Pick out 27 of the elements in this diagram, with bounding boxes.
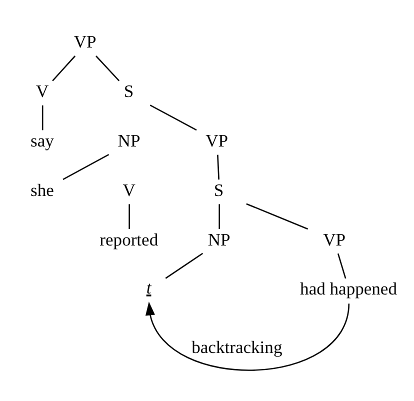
connector [246,202,308,230]
node-text: S [124,80,134,101]
connector [337,252,346,278]
connector [150,104,197,130]
arrow [145,301,350,370]
edge-label: backtracking [192,336,282,356]
connector [218,204,220,228]
connector [96,55,120,81]
connector [52,55,76,81]
connector [217,154,220,180]
connector [128,204,130,228]
node-text: she [30,179,54,200]
connector [165,252,204,278]
node-text: NP [118,130,140,150]
node-text: t [146,277,152,298]
node-text: say [30,130,54,150]
node-text: S [214,179,224,200]
node-text: had happened [300,278,398,298]
connector [62,153,110,180]
node-text: V [122,179,136,200]
node-text: VP [74,31,96,52]
node-text: NP [208,228,230,249]
node-text: VP [206,130,228,150]
node-text: V [36,80,49,101]
node-text: VP [323,228,346,249]
connector [42,104,44,130]
node-text: reported [100,228,158,249]
